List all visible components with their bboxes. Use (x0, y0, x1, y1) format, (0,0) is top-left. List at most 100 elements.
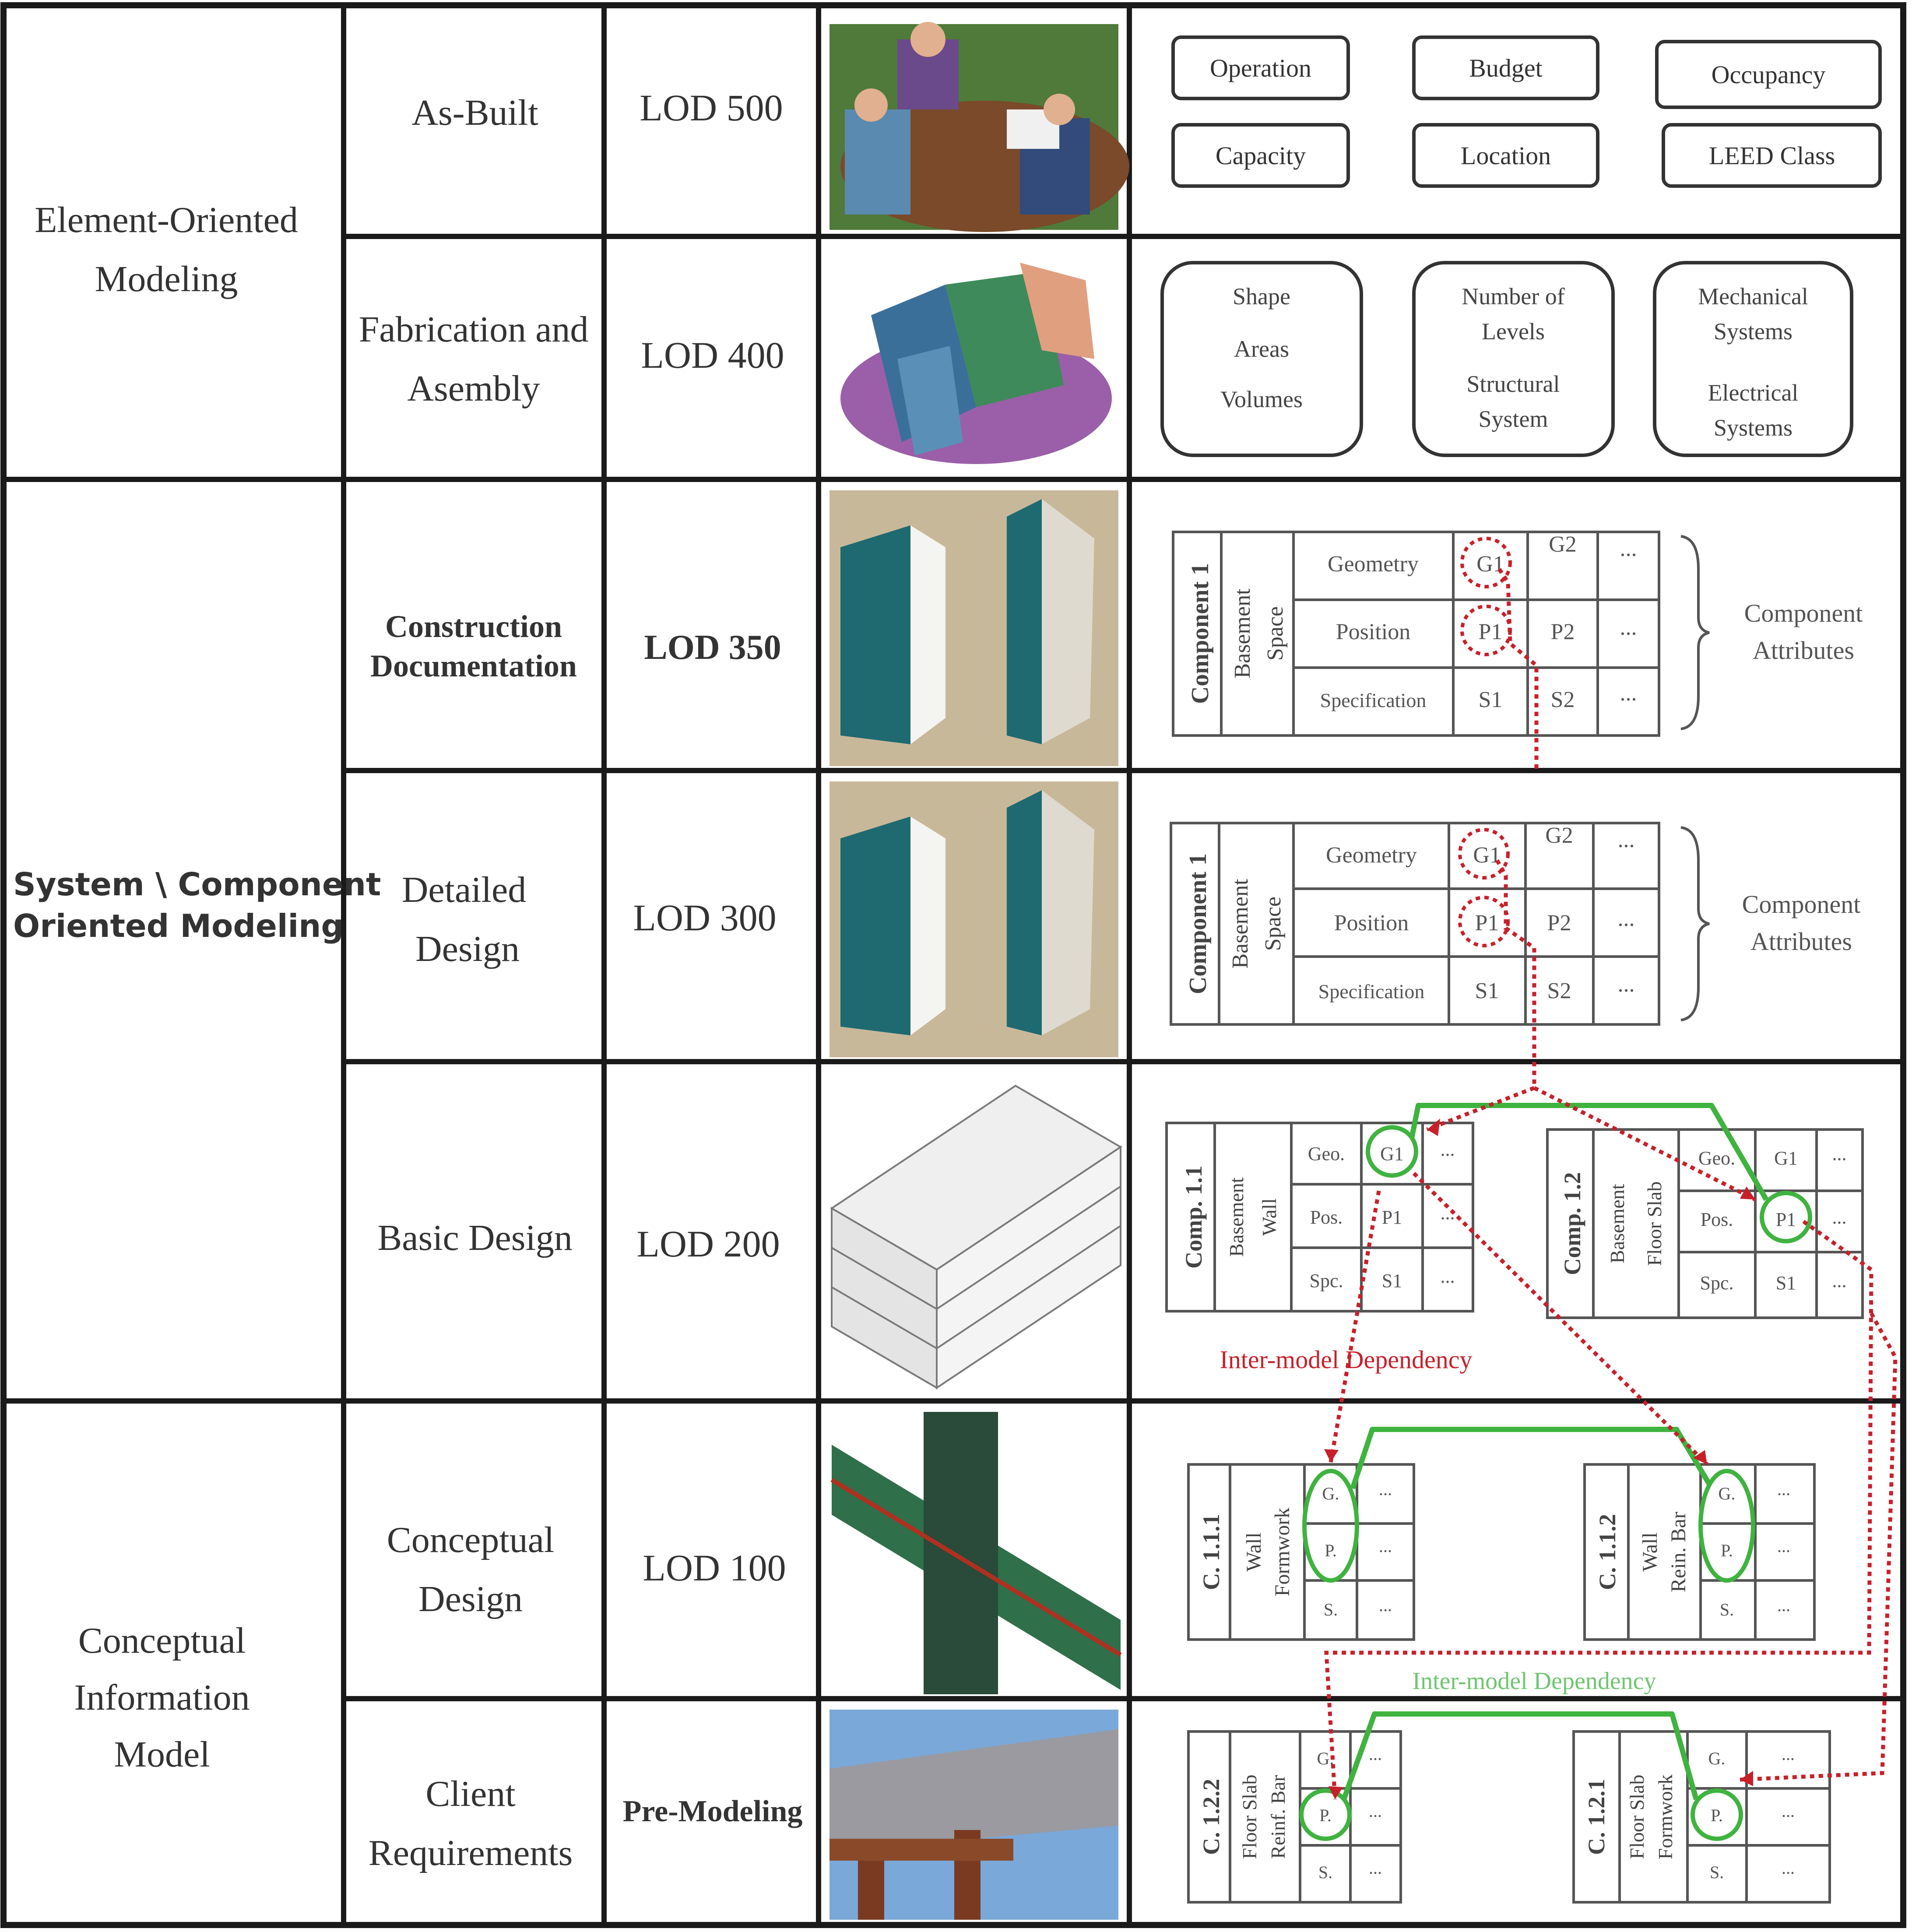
value-p1: P1 (1479, 619, 1503, 644)
brace-label-line1: Component (1742, 890, 1861, 918)
value-more: ... (1620, 681, 1637, 706)
value-cell: P1 (1382, 1207, 1402, 1228)
category-label-line: Information (74, 1677, 250, 1718)
dependency-arrowheads (1324, 1119, 1755, 1799)
attr-specification: Specification (1320, 689, 1427, 711)
p1-highlight-circle (1458, 896, 1510, 947)
value-p2: P2 (1551, 619, 1575, 644)
client-table-2: C. 1.2.1 Floor Slab Formwork G. P. S. ..… (1572, 1730, 1831, 1904)
client-table-1: C. 1.2.2 Floor Slab Reinf. Bar G. P. S. … (1187, 1730, 1402, 1904)
stage-as-built: As-Built (411, 92, 538, 133)
basic-design-table-1: Comp. 1.1 Basement Wall Geo. Pos. Spc. G… (1165, 1122, 1474, 1313)
attr-position: Position (1334, 911, 1409, 936)
value-more: ... (1618, 827, 1635, 852)
conceptual-table-1: C. 1.1.1 Wall Formwork G. P. S. ... ... … (1187, 1463, 1415, 1641)
brace-label-line1: Component (1744, 599, 1863, 627)
value-cell: ... (1777, 1595, 1790, 1615)
value-cell: ... (1832, 1207, 1847, 1228)
box-line: Areas (1234, 336, 1289, 362)
component-name: Component 1 (1184, 853, 1212, 994)
box-line: Volumes (1220, 386, 1303, 412)
box-leed-class: LEED Class (1709, 141, 1835, 170)
brace-label-line2: Attributes (1753, 636, 1854, 665)
g1-highlight-circle (1460, 537, 1512, 588)
value-cell: G1 (1774, 1147, 1798, 1169)
value-s2: S2 (1547, 978, 1571, 1003)
box-line: Levels (1482, 318, 1545, 345)
box-capacity: Capacity (1216, 141, 1306, 170)
category-label-line: System \ Component (13, 866, 381, 903)
lod400-attribute-labels: Shape Areas Volumes Number of Levels Str… (1220, 283, 1808, 441)
attr-cell: G. (1708, 1749, 1726, 1768)
p-link-circle (1691, 1788, 1743, 1841)
box-line: Shape (1233, 283, 1290, 310)
value-cell: G1 (1380, 1143, 1404, 1165)
value-cell: ... (1832, 1143, 1847, 1165)
lod500-attribute-labels: Operation Budget Occupancy Capacity Loca… (1210, 54, 1835, 170)
value-cell: ... (1782, 1744, 1795, 1764)
value-cell: ... (1782, 1801, 1795, 1821)
comp-name-line2: Reinf. Bar (1267, 1775, 1289, 1859)
stage-detailed-line2: Design (415, 929, 520, 969)
inter-model-dependency-label-green: Inter-model Dependency (1412, 1668, 1656, 1695)
value-s1: S1 (1479, 687, 1503, 712)
value-g2: G2 (1545, 823, 1573, 848)
lod-labels: LOD 500 LOD 400 LOD 350 LOD 300 LOD 200 … (623, 87, 803, 1828)
comp-label: C. 1.1.1 (1198, 1514, 1224, 1590)
component-table-lod350: Component 1 Basement Space Geometry Posi… (1172, 531, 1863, 737)
stage-labels: As-Built Fabrication and Asembly Constru… (359, 92, 589, 1873)
box-operation: Operation (1210, 54, 1311, 82)
attr-cell: S. (1318, 1862, 1332, 1882)
comp-label: C. 1.1.2 (1594, 1514, 1620, 1590)
comp-name-line1: Basement (1606, 1184, 1628, 1263)
comp-name-line2: Rein. Bar (1667, 1512, 1690, 1592)
stage-fabrication-line1: Fabrication and (359, 309, 589, 350)
lod-pre-modeling: Pre-Modeling (623, 1795, 803, 1828)
meeting-illustration (829, 22, 1129, 232)
wireframe-building-illustration (829, 1073, 1122, 1397)
category-label-line: Modeling (95, 259, 238, 299)
attr-position: Position (1336, 619, 1411, 644)
attr-cell: Pos. (1701, 1209, 1733, 1230)
value-g1: G1 (1473, 843, 1501, 868)
lod500-attribute-boxes (1171, 35, 1882, 188)
comp-label: Comp. 1.1 (1181, 1165, 1207, 1269)
component-table-lod300: Component 1 Basement Space Geometry Posi… (1170, 822, 1861, 1026)
value-g2: G2 (1549, 532, 1577, 557)
stage-client-line1: Client (425, 1774, 515, 1814)
comp-name-line2: Floor Slab (1643, 1182, 1666, 1266)
comp-name-line2: Formwork (1654, 1774, 1677, 1859)
category-label-line: Conceptual (78, 1620, 246, 1661)
attr-cell: Spc. (1310, 1270, 1343, 1292)
rebar-structure-illustration (829, 1412, 1122, 1694)
building-render-illustration-2 (829, 781, 1118, 1057)
stage-basic-design: Basic Design (377, 1218, 573, 1258)
value-cell: ... (1369, 1858, 1382, 1878)
box-line: Structural (1467, 371, 1560, 397)
value-s1: S1 (1475, 978, 1499, 1003)
comp-name-line2: Formwork (1271, 1508, 1294, 1597)
value-cell: ... (1379, 1536, 1392, 1556)
lod-200: LOD 200 (636, 1223, 780, 1265)
comp-label: Comp. 1.2 (1559, 1172, 1585, 1275)
gp-link-ellipse (1698, 1469, 1755, 1583)
value-cell: ... (1782, 1858, 1795, 1878)
value-cell: ... (1369, 1801, 1382, 1821)
attr-cell: Pos. (1310, 1207, 1343, 1228)
comp-label: C. 1.2.2 (1198, 1779, 1224, 1855)
comp-name-line1: Basement (1225, 1177, 1248, 1257)
space-name-line2: Space (1261, 897, 1286, 951)
stage-detailed-line1: Detailed (402, 869, 527, 910)
stage-client-line2: Requirements (369, 1833, 573, 1873)
comp-name-line1: Floor Slab (1238, 1775, 1261, 1859)
p1-link-circle (1760, 1191, 1812, 1243)
category-system-component: System \ Component Oriented Modeling (13, 866, 381, 944)
category-label-line: Oriented Modeling (13, 908, 344, 944)
stage-conceptual-line2: Design (418, 1579, 523, 1619)
value-more: ... (1618, 972, 1635, 997)
red-dependency-lines (1324, 568, 1898, 1800)
attr-cell: Geo. (1698, 1147, 1735, 1169)
g1-highlight-circle (1458, 828, 1510, 880)
value-cell: S1 (1776, 1272, 1796, 1294)
attr-geometry: Geometry (1328, 552, 1419, 577)
